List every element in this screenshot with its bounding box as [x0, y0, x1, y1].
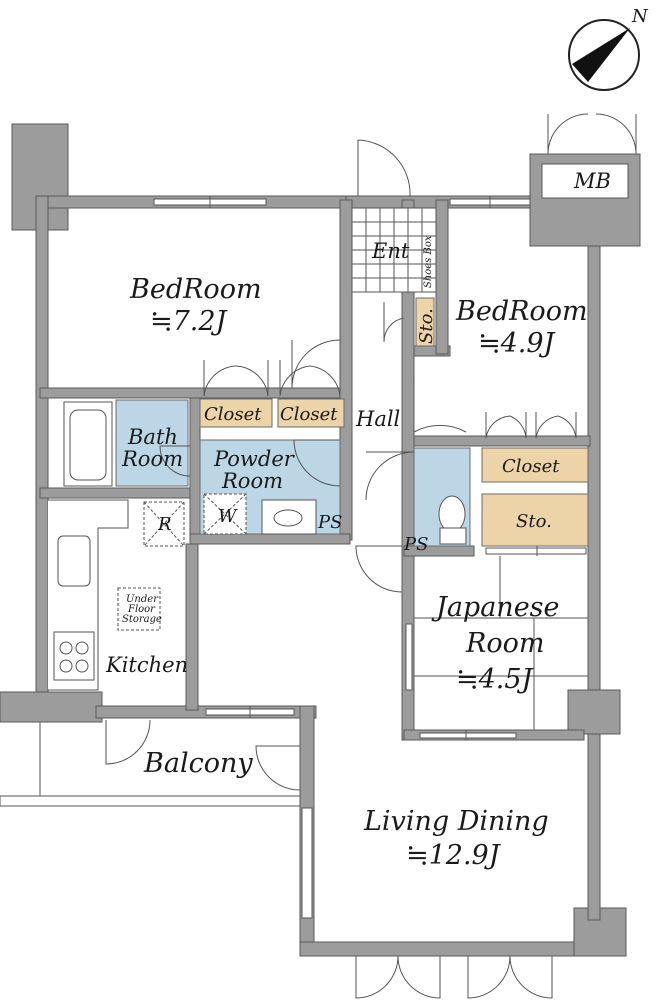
powder-room-label-2: Room: [221, 469, 283, 493]
bedroom2-size: ≒4.9J: [478, 328, 557, 359]
kitchen-label: Kitchen: [105, 653, 188, 677]
pillar-bottom-left: [0, 691, 103, 723]
closet-c-door-4: [557, 412, 577, 439]
closet-b-label: Closet: [280, 404, 338, 425]
wall-hall-left: [339, 199, 353, 541]
windows: [153, 196, 587, 919]
balcony-rail: [0, 795, 301, 807]
window-sto: [485, 547, 587, 555]
closet-c-label: Closet: [502, 456, 560, 477]
bedroom2-name: BedRoom: [455, 296, 588, 327]
door-balcony-right: [255, 745, 301, 791]
wall-powder-bottom: [189, 533, 351, 545]
sto-small: [415, 297, 435, 347]
wall-right: [587, 199, 601, 921]
kitchen-sink-icon: [57, 535, 91, 587]
bath-room-label-1: Bath: [127, 425, 178, 449]
door-bath: [159, 445, 191, 477]
door-balcony-left: [105, 719, 151, 765]
toilet-icon: [438, 495, 466, 533]
closet-a-door-left: [203, 360, 237, 397]
window-living-side: [301, 807, 313, 919]
under-floor-label-1: Under: [126, 594, 159, 605]
door-living-4: [509, 955, 553, 999]
living-dining-size: ≒12.9J: [406, 840, 502, 871]
wall-left: [35, 195, 49, 707]
door-living-3: [467, 955, 511, 999]
closet-b: [277, 398, 345, 428]
japanese-room-size: ≒4.5J: [456, 664, 535, 695]
wall-bedroom1-bottom: [39, 387, 351, 399]
north-arrow-icon: [572, 28, 630, 82]
closet-a: [199, 398, 273, 428]
meter-box: [541, 163, 629, 199]
bathtub: [63, 401, 113, 487]
wall-closet-top: [413, 435, 591, 447]
closet-c-door-3: [535, 412, 559, 439]
bath-room-label-2: Room: [121, 447, 183, 471]
door-entrance: [357, 139, 411, 197]
balcony-area: [0, 722, 301, 807]
door-mb-right: [595, 113, 637, 155]
window-japanese: [419, 732, 517, 739]
closet-c-door-1: [485, 412, 511, 439]
shoes-box-label: Shoes Box: [423, 235, 434, 288]
sto-small-label: Sto.: [416, 308, 437, 344]
wall-bath-right: [189, 397, 201, 539]
door-bedroom1: [291, 339, 341, 389]
closet-a-label: Closet: [204, 404, 262, 425]
entrance-tiles: [351, 207, 437, 293]
meter-box-label: MB: [573, 169, 611, 193]
washer-label: W: [218, 506, 238, 527]
sink-icon: [273, 509, 303, 527]
closet-b-door-left: [279, 360, 311, 397]
washer-space: [203, 493, 247, 535]
door-powder: [293, 439, 341, 487]
closet-c-door-2: [509, 412, 527, 439]
under-floor-label-3: Storage: [122, 614, 162, 625]
closet-b-door-right: [309, 360, 341, 397]
closet-a-door-right: [235, 360, 269, 397]
door-toilet: [365, 451, 415, 501]
closet-c: [481, 447, 589, 483]
refrigerator-label: R: [157, 514, 172, 535]
doors: [105, 113, 637, 999]
bedroom1-name: BedRoom: [129, 274, 262, 305]
stove-icon: [53, 631, 95, 681]
washbasin: [261, 499, 317, 535]
compass: N: [568, 6, 649, 91]
wall-kitchen-right: [185, 543, 199, 711]
under-floor-label-2: Floor: [127, 604, 156, 615]
pipe-space-a-label: PS: [317, 512, 342, 533]
wall-bath-bottom: [39, 487, 191, 499]
pillar-right-mid: [567, 689, 621, 735]
bath-room-floor: [115, 399, 189, 487]
kitchen-counter: [48, 499, 185, 691]
door-living-2: [397, 955, 441, 999]
north-label: N: [631, 6, 649, 27]
pipe-space-b-label: PS: [403, 534, 428, 555]
tatami-lines: [414, 556, 588, 730]
door-mb-left: [547, 113, 589, 155]
door-bedroom2: [413, 378, 467, 433]
sliding-door-japanese: [405, 623, 413, 691]
bedroom1-size: ≒7.2J: [150, 306, 229, 337]
wall-shoes-right: [435, 199, 449, 355]
balcony-label: Balcony: [143, 748, 253, 779]
living-dining-name: Living Dining: [363, 806, 549, 837]
sto-large: [481, 493, 589, 547]
powder-room-label-1: Powder: [213, 447, 296, 471]
hall-label: Hall: [355, 407, 400, 431]
door-living-1: [355, 955, 399, 999]
door-sto-small: [383, 302, 405, 343]
under-floor-storage: [117, 587, 161, 631]
sto-large-label: Sto.: [516, 511, 552, 532]
japanese-room-name-1: Japanese: [431, 592, 560, 623]
entrance-label: Ent: [371, 239, 410, 263]
refrigerator-space: [143, 501, 185, 547]
japanese-room-name-2: Room: [465, 628, 544, 659]
door-hall-living: [355, 545, 403, 593]
